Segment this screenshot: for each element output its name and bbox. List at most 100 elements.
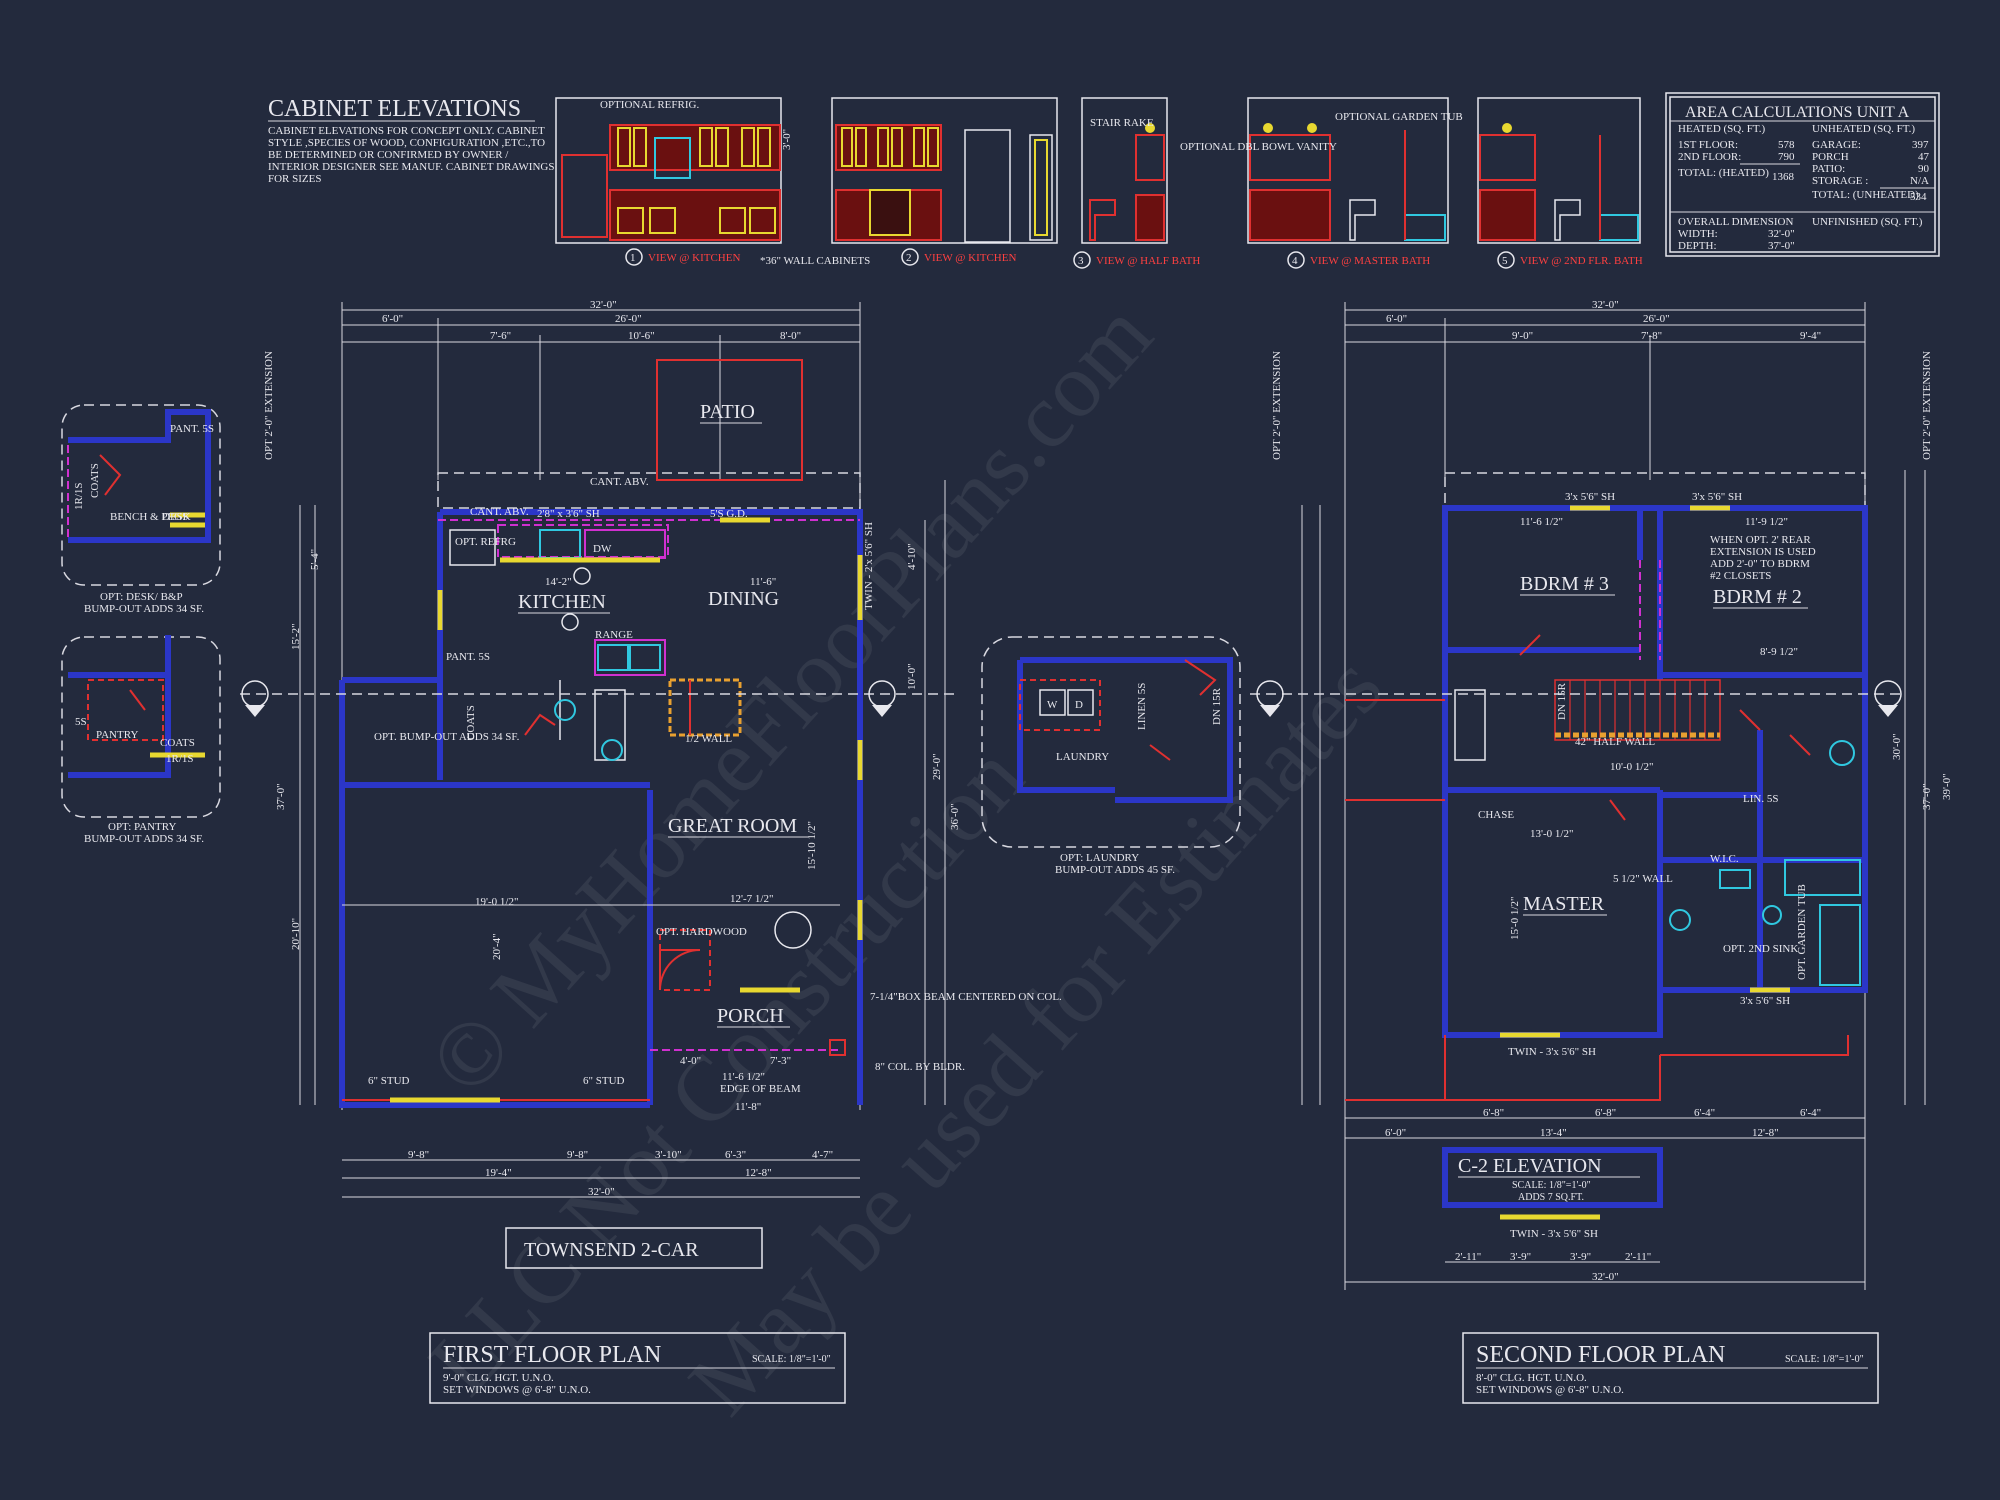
pantry-opt-5s: 5S bbox=[75, 716, 87, 728]
second-floor-title-block: SECOND FLOOR PLAN SCALE: 1/8"=1'-0" 8'-0… bbox=[1462, 1332, 1879, 1404]
sf-wall-note: 5 1/2" WALL bbox=[1613, 873, 1673, 885]
desk-opt-caption2: BUMP-OUT ADDS 34 SF. bbox=[84, 603, 204, 615]
sf-win-master: 3'x 5'6" SH bbox=[1740, 995, 1790, 1007]
area-calc-title: AREA CALCULATIONS UNIT A bbox=[1685, 104, 1910, 121]
sf-dim-bottom-6-8b: 6'-8" bbox=[1595, 1107, 1616, 1119]
sf-dim-bottom-6-4a: 6'-4" bbox=[1694, 1107, 1715, 1119]
sf-dim-bottom-12-8: 12'-8" bbox=[1752, 1127, 1779, 1139]
view-5-label: VIEW @ 2ND FLR. BATH bbox=[1520, 255, 1643, 267]
sf-dim-13-0: 13'-0 1/2" bbox=[1530, 828, 1573, 840]
ff-dim-top-32: 32'-0" bbox=[590, 299, 617, 311]
desk-opt-pant: PANT. 5S bbox=[170, 423, 214, 435]
sf-dim-top-9-4: 9'-4" bbox=[1800, 330, 1821, 342]
laundry-opt-caption2: BUMP-OUT ADDS 45 SF. bbox=[1055, 864, 1175, 876]
view-1-num: 1 bbox=[630, 252, 636, 264]
sf-win-top-left: 3'x 5'6" SH bbox=[1565, 491, 1615, 503]
ff-dim-top-26: 26'-0" bbox=[615, 313, 642, 325]
ff-bumpout-label: OPT. BUMP-OUT ADDS 34 SF. bbox=[374, 731, 520, 743]
sf-dim-bottom-6-8a: 6'-8" bbox=[1483, 1107, 1504, 1119]
unheated-head: UNHEATED (SQ. FT.) bbox=[1812, 123, 1915, 135]
sf-twin-bottom: TWIN - 3'x 5'6" SH bbox=[1508, 1046, 1596, 1058]
svg-text:3'-0": 3'-0" bbox=[781, 129, 793, 150]
sf-chase-label: CHASE bbox=[1478, 809, 1514, 821]
desk-opt-bench: BENCH & PEGS bbox=[110, 511, 188, 523]
ff-dim-15-10: 15'-10 1/2" bbox=[806, 821, 818, 870]
heated-row-2-value: 790 bbox=[1778, 151, 1795, 163]
unheated-row-3-value: 90 bbox=[1918, 163, 1930, 175]
c2-scale: SCALE: 1/8"=1'-0" bbox=[1512, 1180, 1591, 1191]
sf-opt-tub: OPT. GARDEN TUB bbox=[1796, 884, 1808, 980]
second-floor-plan: 32'-0" 26'-0" 6'-0" 9'-0" 7'-8" 9'-4" bbox=[1250, 299, 1953, 1290]
ff-dim-bottom-3-10: 3'-10" bbox=[655, 1149, 682, 1161]
ff-half-wall-label: 1/2 WALL bbox=[685, 733, 732, 745]
ff-kitchen-label: KITCHEN bbox=[518, 591, 606, 613]
ff-dim-left-37: 37'-0" bbox=[275, 783, 287, 810]
c2-dim-3-9b: 3'-9" bbox=[1570, 1251, 1591, 1263]
sf-opt-ext-right: OPT 2'-0" EXTENSION bbox=[1921, 351, 1933, 460]
ff-dim-bottom-9-8b: 9'-8" bbox=[567, 1149, 588, 1161]
ff-stud-right: 6" STUD bbox=[583, 1075, 625, 1087]
ff-coats-label: COATS bbox=[465, 705, 477, 740]
first-floor-note2: SET WINDOWS @ 6'-8" U.N.O. bbox=[443, 1384, 591, 1396]
sf-dim-right-37: 37'-0" bbox=[1921, 783, 1933, 810]
sf-wic-label: W.I.C. bbox=[1710, 853, 1739, 865]
width-label: WIDTH: bbox=[1678, 228, 1718, 240]
pantry-opt-coats: COATS bbox=[160, 737, 195, 749]
c2-title: C-2 ELEVATION bbox=[1458, 1155, 1602, 1177]
second-floor-scale: SCALE: 1/8"=1'-0" bbox=[1785, 1354, 1864, 1365]
stair-rake-label: STAIR RAKE bbox=[1090, 117, 1154, 129]
view-4-num: 4 bbox=[1292, 255, 1298, 267]
laundry-opt-d: D bbox=[1075, 699, 1083, 711]
svg-text:#2 CLOSETS: #2 CLOSETS bbox=[1710, 570, 1771, 582]
cabinet-note-3: BE DETERMINED OR CONFIRMED BY OWNER / bbox=[268, 149, 509, 161]
sf-dim-10-0: 10'-0 1/2" bbox=[1610, 761, 1653, 773]
heated-total-value: 1368 bbox=[1772, 171, 1795, 183]
cabinet-note-5: FOR SIZES bbox=[268, 173, 322, 185]
laundry-opt-w: W bbox=[1047, 699, 1058, 711]
sf-dim-top-6: 6'-0" bbox=[1386, 313, 1407, 325]
cabinet-note-2: STYLE ,SPECIES OF WOOD, CONFIGURATION ,E… bbox=[268, 137, 545, 149]
c2-elevation: C-2 ELEVATION SCALE: 1/8"=1'-0" ADDS 7 S… bbox=[1345, 1147, 1865, 1283]
view-3-label: VIEW @ HALF BATH bbox=[1096, 255, 1200, 267]
ff-dining-label: DINING bbox=[708, 588, 779, 610]
ff-dim-left-15-2: 15'-2" bbox=[290, 623, 302, 650]
view-2-num: 2 bbox=[906, 252, 912, 264]
unheated-row-4-label: STORAGE : bbox=[1812, 175, 1868, 187]
cabinet-note-4: INTERIOR DESIGNER SEE MANUF. CABINET DRA… bbox=[268, 161, 554, 173]
desk-opt-desk: DESK bbox=[162, 511, 191, 523]
ff-great-room-label: GREAT ROOM bbox=[668, 815, 797, 837]
unheated-total-value: 534 bbox=[1910, 191, 1927, 203]
heated-total-label: TOTAL: (HEATED) bbox=[1678, 167, 1769, 179]
sf-opt-ext-left: OPT 2'-0" EXTENSION bbox=[1271, 351, 1283, 460]
ff-opt-refrg-label: OPT. REFRG bbox=[455, 536, 516, 548]
ff-dim-bottom-12-8: 12'-8" bbox=[745, 1167, 772, 1179]
ff-dim-4-0: 4'-0" bbox=[680, 1055, 701, 1067]
elevation-4-master-bath: OPTIONAL DBL BOWL VANITY OPTIONAL GARDEN… bbox=[1180, 97, 1463, 269]
first-floor-title-block: FIRST FLOOR PLAN SCALE: 1/8"=1'-0" 9'-0"… bbox=[429, 1332, 846, 1404]
view-2-label: VIEW @ KITCHEN bbox=[924, 252, 1016, 264]
optional-refrig-label: OPTIONAL REFRIG. bbox=[600, 99, 699, 111]
ff-patio-label: PATIO bbox=[700, 401, 755, 423]
unheated-row-2-label: PORCH bbox=[1812, 151, 1849, 163]
ff-dim-right-36: 36'-0" bbox=[949, 803, 961, 830]
sf-dim-11-6: 11'-6 1/2" bbox=[1520, 516, 1563, 528]
pantry-opt-caption1: OPT: PANTRY bbox=[108, 821, 176, 833]
option-desk-bumpout: PANT. 5S COATS BENCH & PEGS DESK 1R/1S O… bbox=[61, 404, 221, 615]
optional-tub-label: OPTIONAL GARDEN TUB bbox=[1335, 111, 1463, 123]
option-pantry-bumpout: PANTRY COATS 5S 1R/1S OPT: PANTRY BUMP-O… bbox=[61, 635, 221, 845]
sf-dim-right-30: 30'-0" bbox=[1891, 733, 1903, 760]
sf-dim-8-9: 8'-9 1/2" bbox=[1760, 646, 1798, 658]
depth-value: 37'-0" bbox=[1768, 240, 1795, 252]
ff-dim-bottom-32: 32'-0" bbox=[588, 1186, 615, 1198]
laundry-opt-caption1: OPT: LAUNDRY bbox=[1060, 852, 1139, 864]
svg-text:ADD 2'-0" TO BDRM: ADD 2'-0" TO BDRM bbox=[1710, 558, 1810, 570]
unheated-row-3-label: PATIO: bbox=[1812, 163, 1845, 175]
ff-dim-right-10: 10'-0" bbox=[906, 663, 918, 690]
heated-row-1-value: 578 bbox=[1778, 139, 1795, 151]
cabinet-note-1: CABINET ELEVATIONS FOR CONCEPT ONLY. CAB… bbox=[268, 125, 545, 137]
sf-dn-label: DN 15R bbox=[1556, 682, 1568, 720]
ff-dim-top-8: 8'-0" bbox=[780, 330, 801, 342]
ff-opt-ext: OPT 2'-0" EXTENSION bbox=[263, 351, 275, 460]
second-floor-note1: 8'-0" CLG. HGT. U.N.O. bbox=[1476, 1372, 1587, 1384]
